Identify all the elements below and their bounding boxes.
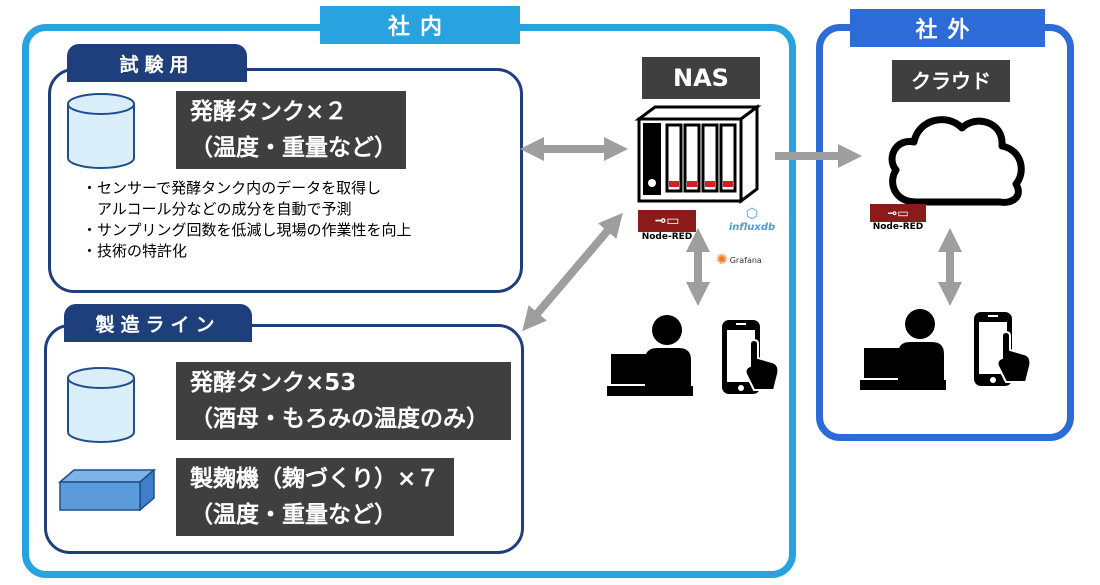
external-region-label: 社外 [850, 9, 1045, 47]
influxdb-icon: ⬡ [745, 206, 759, 222]
test-panel-tag: 試験用 [67, 44, 247, 82]
cloud-label: クラウド [892, 60, 1010, 102]
test-tank-label-line2: （温度・重量など） [190, 135, 397, 161]
nas-label: NAS [642, 57, 760, 99]
cloud-node-red-text: Node-RED [872, 222, 924, 232]
internal-region-label: 社内 [320, 6, 520, 44]
smartphone-tap-icon [722, 320, 780, 394]
production-tank-label: 発酵タンク×53 （酒母・もろみの温度のみ） [176, 362, 511, 440]
grafana-icon: ✺ [716, 252, 728, 268]
smartphone-tap-icon [974, 312, 1032, 386]
koji-machine-label-line1: 製麹機（麹づくり）×７ [190, 466, 440, 492]
bullet-item: ・サンプリング回数を低減し現場の作業性を向上 [82, 221, 412, 239]
box-icon [57, 468, 157, 512]
production-tank-label-line1: 発酵タンク×53 [190, 370, 357, 396]
node-red-text: Node-RED [641, 232, 693, 242]
koji-machine-label: 製麹機（麹づくり）×７ （温度・重量など） [176, 458, 454, 536]
database-cylinder-icon [67, 93, 135, 169]
node-red-logo: ⊸▭ Node-RED [638, 210, 696, 248]
cloud-icon [888, 116, 1025, 206]
bullet-item: アルコール分などの成分を自動で予測 [82, 200, 352, 218]
bullet-item: ・センサーで発酵タンク内のデータを取得し [82, 179, 382, 197]
person-laptop-icon [860, 309, 946, 390]
test-tank-label-line1: 発酵タンク×２ [190, 99, 348, 125]
influxdb-text: influxdb [728, 222, 776, 233]
node-red-glyph-icon: ⊸▭ [870, 204, 926, 222]
cloud-node-red-logo: ⊸▭ Node-RED [870, 204, 926, 236]
test-bullet-list: ・センサーで発酵タンク内のデータを取得し アルコール分などの成分を自動で予測 ・… [82, 178, 512, 262]
production-panel-tag: 製造ライン [64, 304, 252, 342]
grafana-logo: ✺ Grafana [716, 250, 780, 270]
bullet-item: ・技術の特許化 [82, 242, 188, 260]
database-cylinder-icon [67, 367, 135, 443]
person-laptop-icon [607, 315, 693, 396]
test-tank-label: 発酵タンク×２ （温度・重量など） [176, 91, 406, 169]
nas-server-icon [634, 104, 762, 204]
node-red-glyph-icon: ⊸▭ [638, 210, 696, 232]
grafana-text: Grafana [729, 255, 762, 265]
influxdb-logo: ⬡ influxdb [722, 206, 782, 244]
production-tank-label-line2: （酒母・もろみの温度のみ） [190, 406, 489, 432]
koji-machine-label-line2: （温度・重量など） [190, 502, 397, 528]
